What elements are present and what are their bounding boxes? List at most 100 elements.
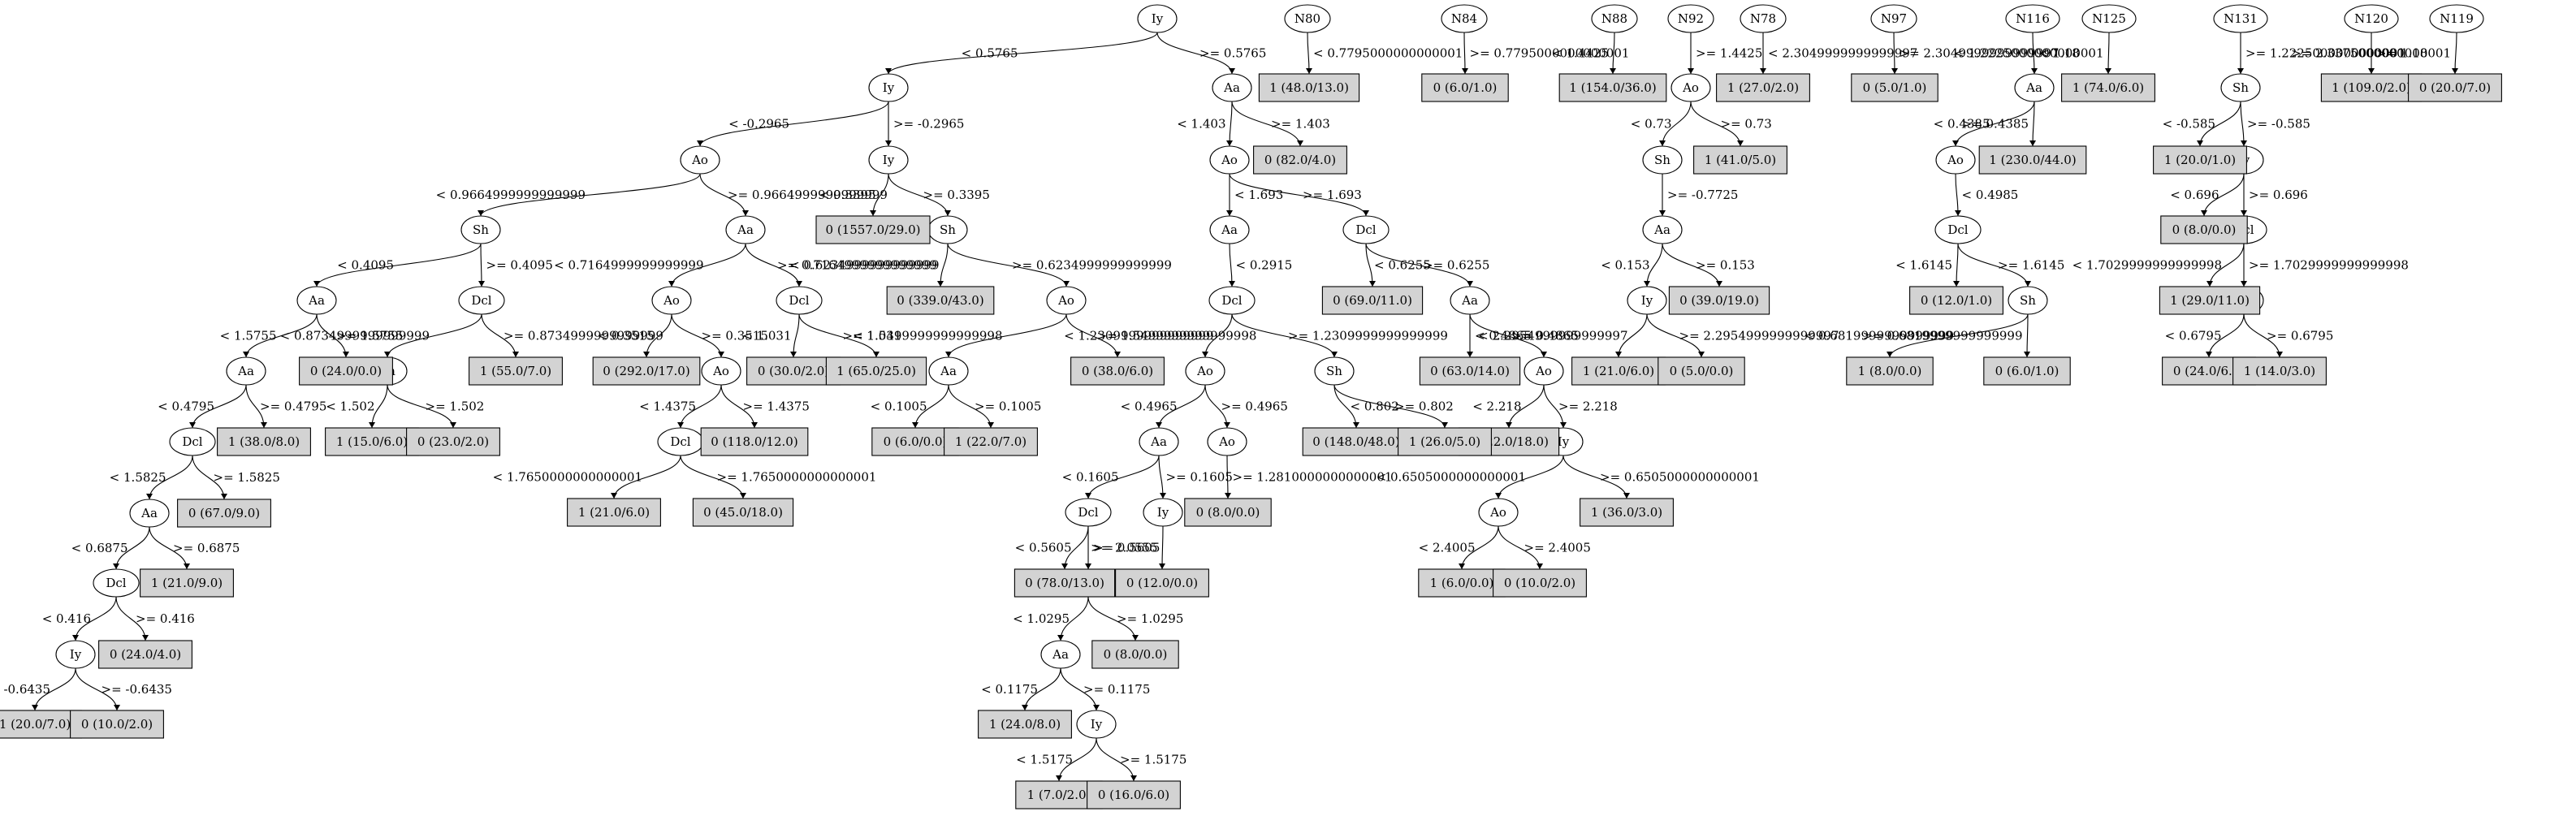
node-label: Dcl: [670, 434, 690, 449]
tree-edge: [1893, 32, 1895, 75]
node-label: Iy: [1558, 434, 1570, 449]
node-ellipse: [2005, 4, 2060, 33]
leaf-node: 1 (20.0/1.0): [2153, 145, 2247, 175]
split-node: Iy: [1137, 4, 1178, 33]
edge-arrowhead: [1953, 281, 1960, 287]
split-node: Ao: [701, 356, 741, 386]
tree-edge: [1087, 596, 1136, 641]
edge-arrowhead: [742, 210, 749, 216]
split-node: Sh: [927, 215, 968, 244]
leaf-box: [1693, 145, 1787, 175]
node-ellipse: [1934, 215, 1982, 244]
edge-arrowhead: [2201, 210, 2207, 216]
leaf-node: 1 (74.0/6.0): [2061, 73, 2155, 102]
tree-edge: [2203, 173, 2245, 217]
node-label: Dcl: [789, 293, 809, 308]
leaf-node: 0 (12.0/1.0): [1909, 286, 2003, 315]
tree-edge: [914, 384, 949, 429]
node-ellipse: [868, 145, 909, 175]
edge-label: >= 2.2954999999999997: [1679, 329, 1839, 343]
tree-edge: [1161, 525, 1164, 570]
split-node: N88: [1591, 4, 1638, 33]
edge-label: >= 0.5765: [1199, 46, 1266, 61]
node-label: Ao: [1057, 293, 1074, 308]
split-node: Iy: [55, 640, 96, 669]
leaf-label: 0 (118.0/12.0): [711, 434, 797, 449]
tree-edge: [2209, 243, 2245, 287]
edge-label: < 1.403: [1177, 117, 1225, 132]
node-ellipse: [1185, 356, 1225, 386]
edge-label: < 0.4095: [337, 258, 394, 273]
node-ellipse: [1591, 4, 1638, 33]
leaf-box: [692, 498, 794, 527]
leaf-label: 0 (6.0/0.0): [884, 434, 948, 449]
leaf-label: 0 (24.0/0.0): [310, 364, 382, 378]
edge-arrowhead: [2024, 352, 2030, 357]
leaf-label: 0 (12.0/0.0): [1126, 576, 1198, 590]
leaf-label: 1 (36.0/3.0): [1591, 505, 1662, 520]
edge-arrowhead: [1467, 352, 1473, 357]
edge-label: < 0.802: [1351, 399, 1399, 414]
leaf-label: 1 (6.0/0.0): [1430, 576, 1494, 590]
leaf-label: 0 (8.0/0.0): [1196, 505, 1260, 520]
leaf-label: 0 (78.0/13.0): [1025, 576, 1104, 590]
node-ellipse: [1207, 427, 1247, 456]
leaf-node: 0 (339.0/43.0): [886, 286, 995, 315]
leaf-node: 1 (21.0/6.0): [1571, 356, 1666, 386]
tree-edge: [1060, 667, 1097, 711]
split-node: Aa: [1209, 215, 1250, 244]
leaf-node: 0 (8.0/0.0): [2160, 215, 2248, 244]
leaf-node: 0 (6.0/1.0): [1421, 73, 1509, 102]
split-node: N80: [1284, 4, 1331, 33]
tree-edge: [1508, 384, 1545, 429]
leaf-label: 0 (5.0/0.0): [1670, 364, 1734, 378]
edge-label: >= 2.4005: [1524, 541, 1591, 555]
edge-label: >= 1.6145: [1998, 258, 2064, 273]
edge-label: < 0.8734999999999999: [280, 329, 430, 343]
edge-arrowhead: [1159, 563, 1165, 569]
edge-arrowhead: [2206, 352, 2212, 357]
leaf-node: 0 (24.0/0.0): [299, 356, 393, 386]
edge-label: < 0.6875: [71, 541, 128, 555]
split-node: Dcl: [776, 286, 823, 315]
edge-label: < 2.2954999999999997: [1478, 329, 1627, 343]
node-ellipse: [868, 73, 909, 102]
edge-arrowhead: [2276, 352, 2283, 357]
edge-arrowhead: [751, 422, 758, 428]
edge-label: >= 0.4965: [1221, 399, 1288, 414]
split-node: Dcl: [1208, 286, 1256, 315]
edge-label: >= 0.4095: [486, 258, 553, 273]
edge-label: < -0.2965: [728, 117, 789, 132]
edge-label: >= 0.6819999999999999: [1863, 329, 2023, 343]
leaf-node: 1 (15.0/6.0): [325, 427, 419, 456]
node-ellipse: [1441, 4, 1488, 33]
edge-label: >= 1.2225000000000001: [2245, 46, 2405, 61]
node-ellipse: [129, 499, 170, 528]
leaf-box: [746, 356, 841, 386]
split-node: Sh: [2008, 286, 2048, 315]
edge-label: < 0.6255: [1374, 258, 1431, 273]
edge-arrowhead: [1057, 635, 1064, 641]
node-ellipse: [651, 286, 692, 315]
edge-arrowhead: [2197, 140, 2203, 146]
node-label: N88: [1601, 11, 1627, 26]
edge-label: < 0.3395: [819, 188, 876, 202]
edge-arrowhead: [945, 352, 952, 357]
node-label: Iy: [1152, 11, 1164, 26]
edge-label: >= 0.4795: [260, 399, 326, 414]
edge-label: < 1.0295: [1013, 611, 1070, 626]
leaf-box: [1321, 286, 1424, 315]
leaf-node: 1 (230.0/44.0): [1978, 145, 2087, 175]
edge-label: >= -0.2965: [893, 117, 964, 132]
node-label: Aa: [1150, 434, 1167, 449]
node-ellipse: [680, 145, 720, 175]
edge-arrowhead: [1130, 775, 1137, 781]
node-label: Aa: [2025, 80, 2042, 95]
edge-label: >= 0.6505000000000001: [1600, 470, 1760, 485]
node-label: N119: [2440, 11, 2474, 26]
split-node: Iy: [1627, 286, 1667, 315]
edge-arrowhead: [873, 352, 880, 357]
leaf-node: 1 (48.0/13.0): [1258, 73, 1360, 102]
leaf-label: 0 (39.0/19.0): [1679, 293, 1759, 308]
edge-arrowhead: [1615, 352, 1622, 357]
